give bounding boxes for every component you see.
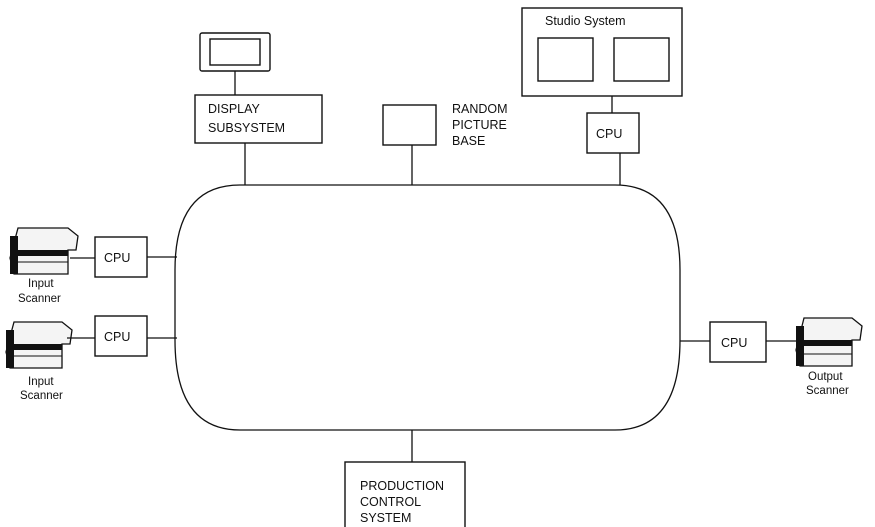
input-cpu-2-label: CPU bbox=[104, 330, 130, 344]
input-scanner-1-label-2: Scanner bbox=[18, 293, 61, 305]
studio-cpu-box: CPU bbox=[586, 112, 640, 154]
input-scanner-1-icon bbox=[9, 227, 79, 275]
display-subsystem-box: DISPLAY SUBSYSTEM bbox=[194, 94, 323, 144]
display-subsystem-label-1: DISPLAY bbox=[208, 102, 261, 116]
studio-monitor-right bbox=[613, 37, 670, 82]
display-monitor-icon bbox=[199, 32, 271, 72]
input-scanner-2-icon bbox=[5, 321, 73, 369]
input-scanner-2-label-1: Input bbox=[28, 376, 54, 388]
random-picture-base-box bbox=[382, 104, 437, 146]
random-picture-base-label-2: PICTURE bbox=[452, 118, 507, 132]
studio-system-title: Studio System bbox=[545, 14, 626, 28]
studio-system-box: Studio System bbox=[521, 7, 683, 97]
production-control-box: PRODUCTION CONTROL SYSTEM bbox=[344, 461, 466, 527]
ring-network bbox=[174, 184, 681, 431]
output-scanner-icon bbox=[795, 317, 863, 367]
input-scanner-2-label-2: Scanner bbox=[20, 390, 63, 402]
studio-monitor-left bbox=[537, 37, 594, 82]
input-cpu-2-box: CPU bbox=[94, 315, 148, 357]
random-picture-base-label-1: RANDOM bbox=[452, 102, 508, 116]
output-scanner-label-1: Output bbox=[808, 371, 843, 383]
input-cpu-1-label: CPU bbox=[104, 251, 130, 265]
production-label-3: SYSTEM bbox=[360, 511, 411, 525]
output-scanner-label-2: Scanner bbox=[806, 385, 849, 397]
production-label-2: CONTROL bbox=[360, 495, 421, 509]
production-label-1: PRODUCTION bbox=[360, 479, 444, 493]
output-cpu-box: CPU bbox=[709, 321, 767, 363]
random-picture-base-label-3: BASE bbox=[452, 134, 485, 148]
output-cpu-label: CPU bbox=[721, 336, 747, 350]
input-cpu-1-box: CPU bbox=[94, 236, 148, 278]
display-subsystem-label-2: SUBSYSTEM bbox=[208, 121, 285, 135]
studio-cpu-label: CPU bbox=[596, 127, 622, 141]
input-scanner-1-label-1: Input bbox=[28, 278, 54, 290]
